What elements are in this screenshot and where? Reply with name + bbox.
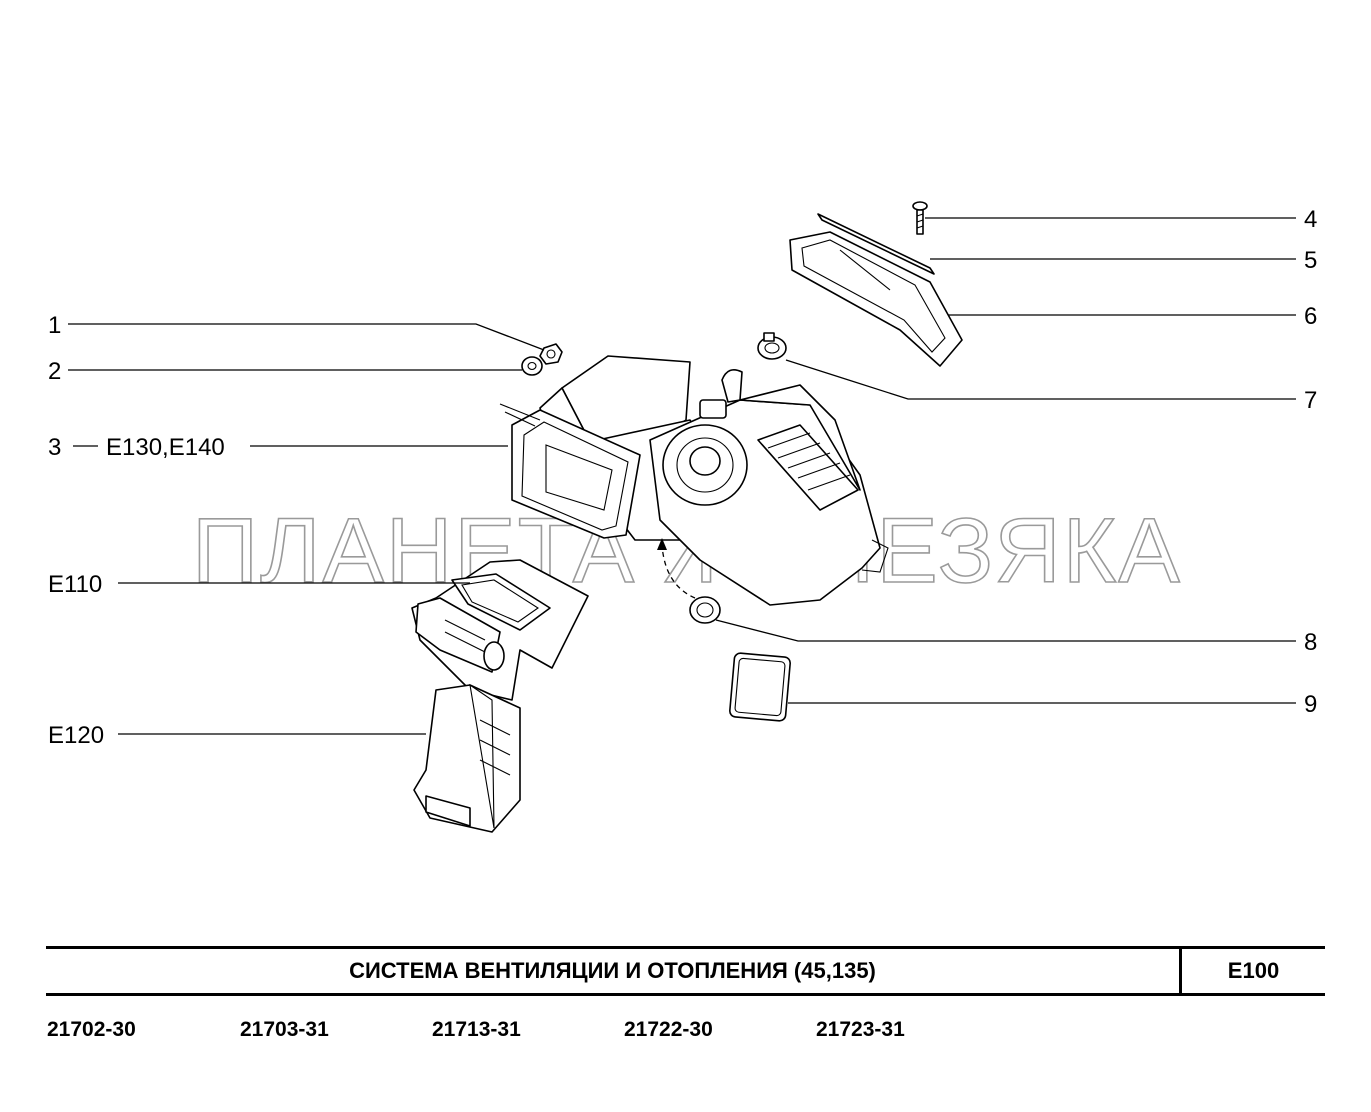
callout-1: 1 [48, 312, 61, 339]
callout-e110: E110 [48, 571, 102, 598]
title-divider [1179, 949, 1182, 993]
part-9-filter [729, 652, 791, 722]
callout-2: 2 [48, 358, 61, 385]
model-code: 21713-31 [432, 1018, 521, 1041]
callout-6: 6 [1304, 303, 1317, 330]
section-code: E100 [1227, 958, 1280, 983]
callout-5: 5 [1304, 247, 1317, 274]
part-2-washer [521, 356, 543, 376]
leader-lines [68, 217, 1296, 735]
part-4-screw [912, 201, 928, 235]
part-7-clamp [757, 332, 787, 360]
callout-3: 3 [48, 434, 61, 461]
callout-4: 4 [1304, 206, 1317, 233]
e110-duct-assembly [411, 559, 589, 701]
model-code: 21723-31 [816, 1018, 905, 1041]
part-1-nut [539, 343, 563, 365]
callout-8: 8 [1304, 629, 1317, 656]
section-title: СИСТЕМА ВЕНТИЛЯЦИИ И ОТОПЛЕНИЯ (45,135) [349, 958, 876, 983]
part-8-grommet [657, 538, 721, 624]
heater-housing [499, 355, 889, 606]
part-5-seal [817, 213, 935, 275]
callout-9: 9 [1304, 691, 1317, 718]
callout-7: 7 [1304, 387, 1317, 414]
callout-e120: E120 [48, 722, 104, 749]
model-code: 21702-30 [47, 1018, 136, 1041]
model-code: 21722-30 [624, 1018, 713, 1041]
callout-3-reference: E130,E140 [106, 434, 225, 461]
e120-duct [413, 683, 521, 833]
title-block: СИСТЕМА ВЕНТИЛЯЦИИ И ОТОПЛЕНИЯ (45,135) … [46, 946, 1325, 996]
part-6-filter-cover [789, 231, 963, 367]
model-code: 21703-31 [240, 1018, 329, 1041]
